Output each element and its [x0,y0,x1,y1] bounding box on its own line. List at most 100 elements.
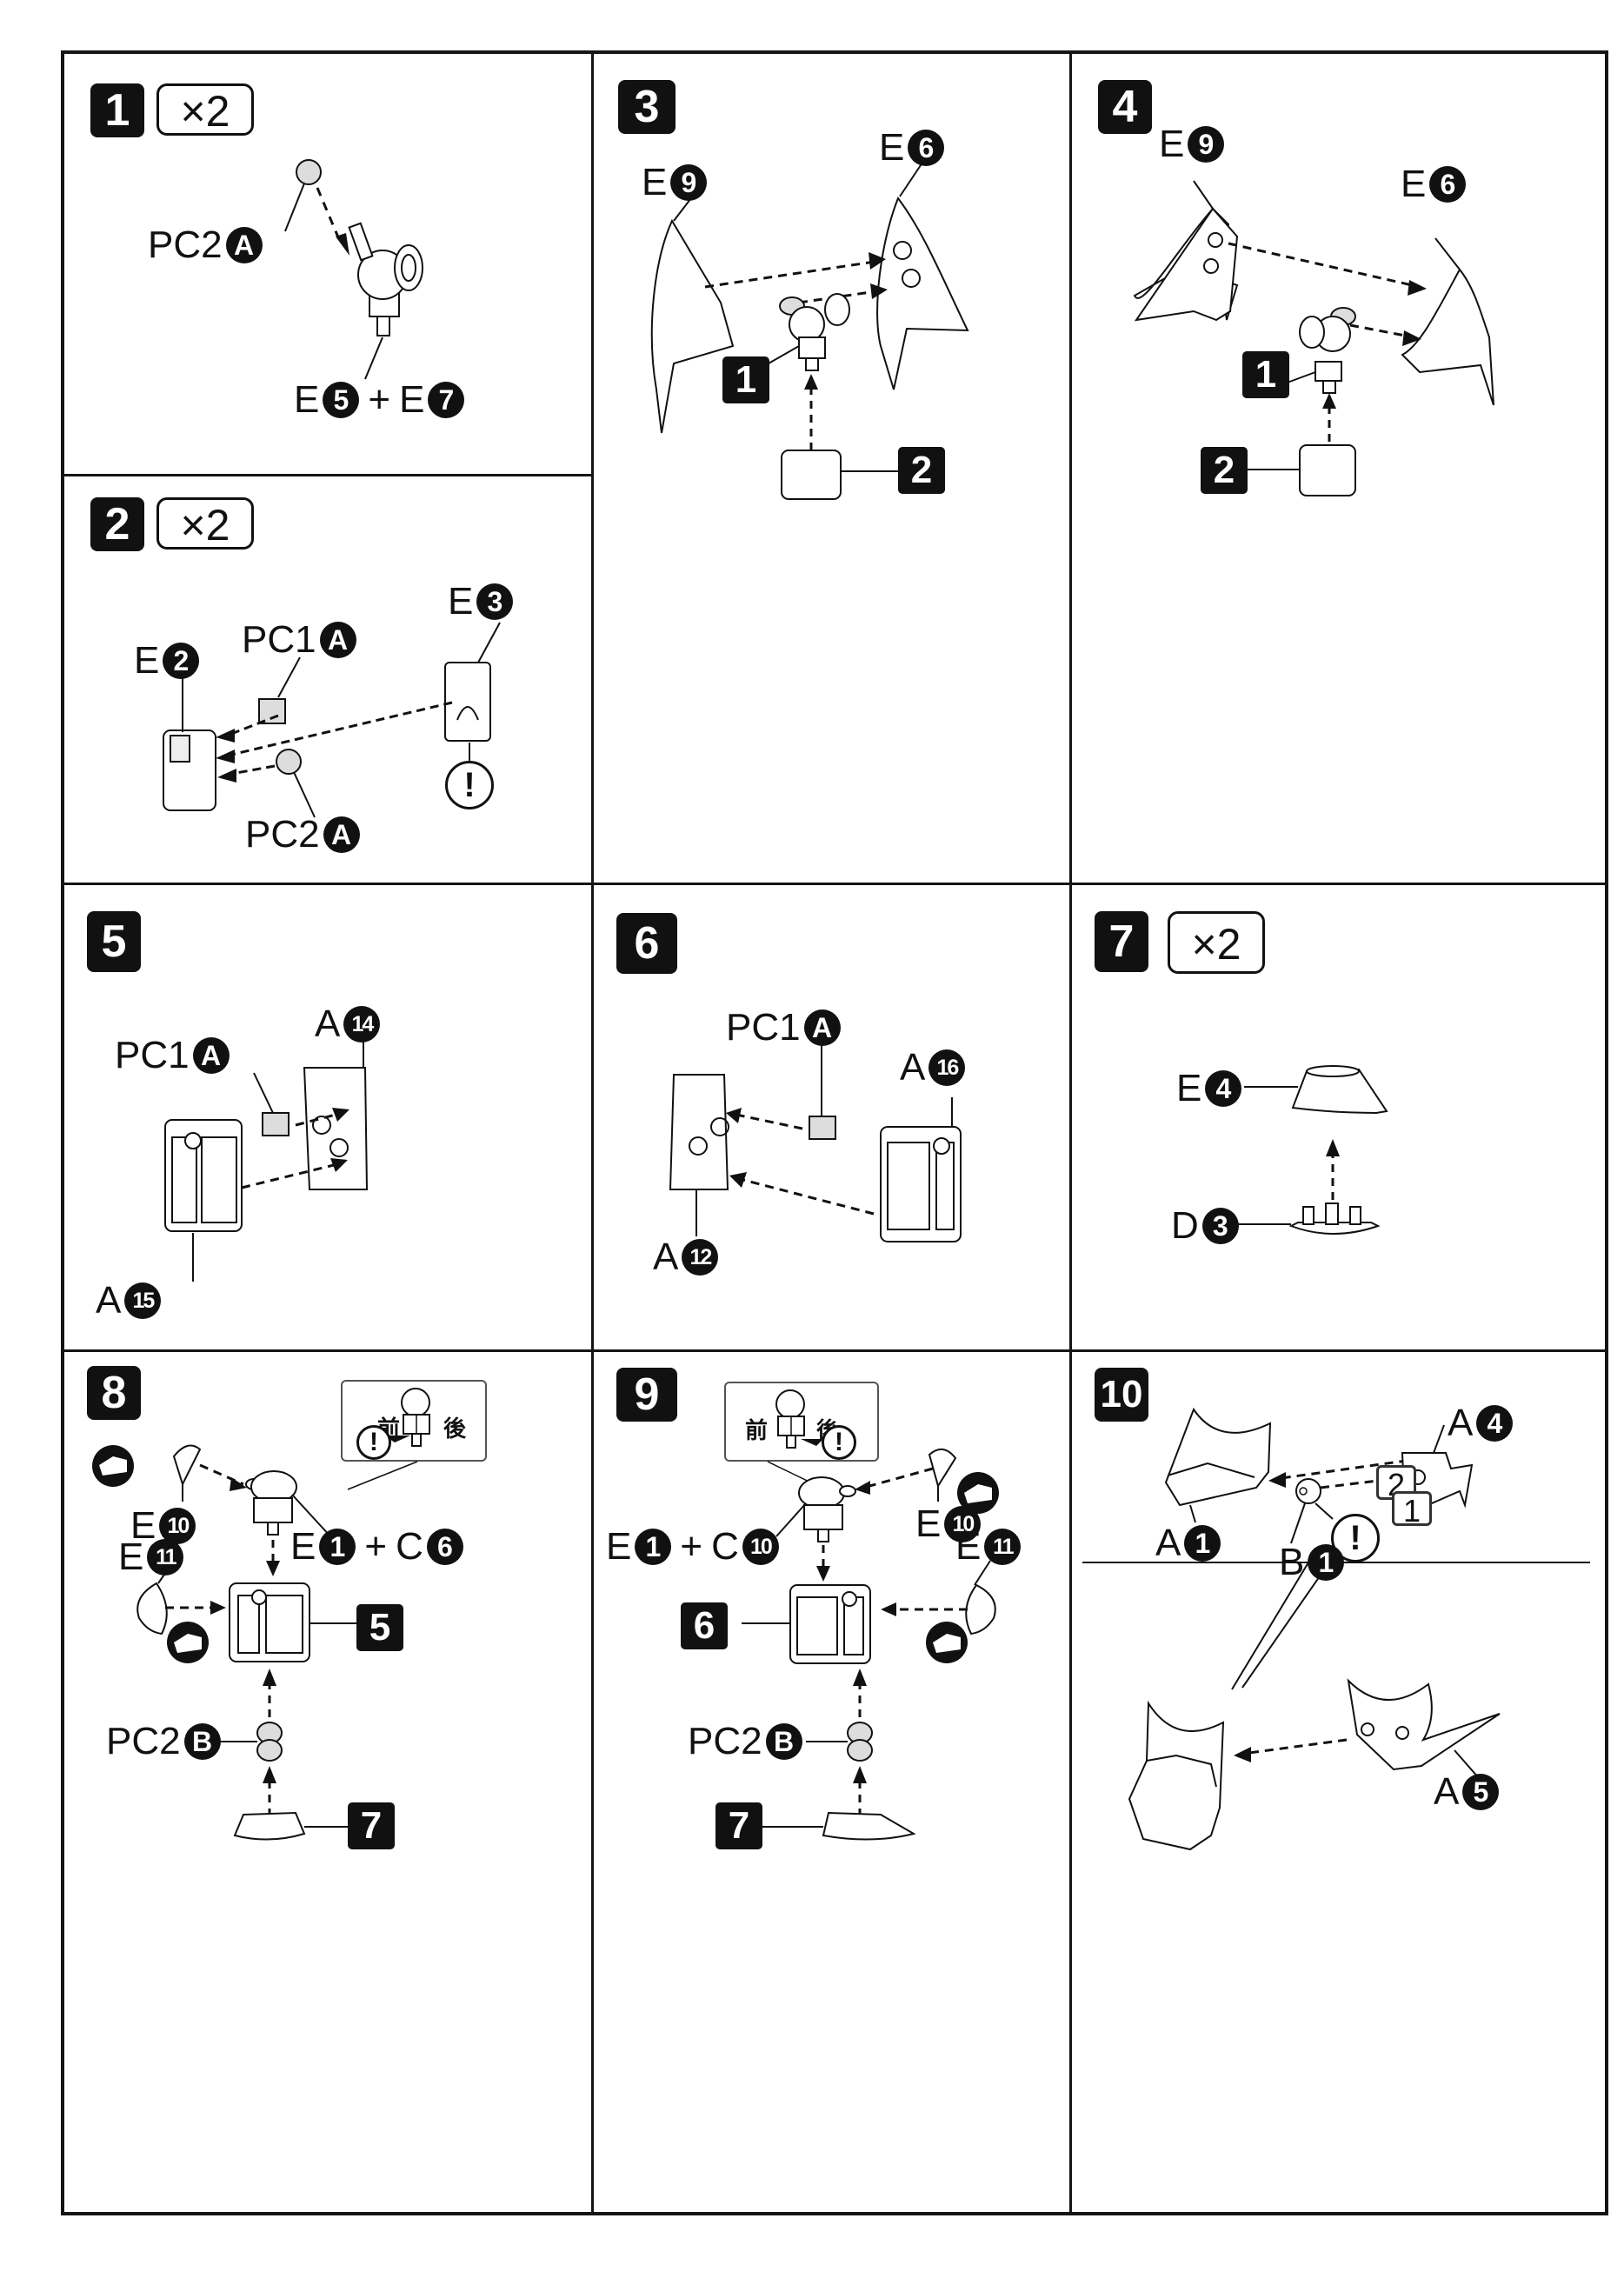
part-number-badge: 9 [670,164,708,201]
part-number-badge: 14 [343,1006,381,1043]
part-e9-shell [650,218,735,434]
step-number: 3 [618,80,676,134]
assembly-ref-badge: 6 [681,1602,728,1649]
part-a15 [164,1119,243,1232]
assembly-ref-2-part [781,450,842,500]
assembly-ref-badge: 5 [356,1604,403,1651]
step-8-panel: 8 前 後 ! [61,1352,594,2215]
part-number-badge: 10 [742,1529,779,1565]
assembled-head-part [1128,1700,1225,1851]
step-number: 2 [90,497,144,551]
step-9-panel: 9 前 後 ! [594,1352,1072,2215]
part-number-badge: 1 [319,1529,356,1565]
part-pc2 [276,749,302,775]
part-e4 [1291,1068,1388,1115]
step-4-diagram [1133,180,1494,496]
part-number-badge: 11 [984,1529,1022,1565]
assembly-ref-badge: 7 [715,1802,762,1849]
part-a14 [303,1067,369,1190]
joint-front-view-icon [384,1388,430,1447]
multiplier-badge: ×2 [156,83,254,136]
step-6-diagram [669,1042,962,1242]
assembly-7-part [822,1811,916,1841]
step-1-diagram [284,159,423,380]
part-pc1 [809,1116,836,1140]
assembly-ref-badge: 7 [348,1802,395,1849]
back-label: 後 [443,1416,467,1442]
part-number-badge: 6 [1429,166,1467,203]
runner-badge: A [323,816,360,853]
assembly-ref-2-part [1299,444,1356,496]
runner-badge: A [319,622,356,658]
joint-part [253,1497,293,1523]
part-number-badge: 5 [323,382,360,418]
step-number: 5 [87,911,141,972]
part-number-badge: 12 [682,1239,719,1276]
runner-badge: A [225,227,263,263]
caution-icon: ! [822,1425,856,1460]
part-number-badge: 4 [1205,1070,1242,1107]
part-number-badge: 16 [928,1049,966,1086]
part-number-badge: 2 [163,643,200,679]
part-e10 [928,1449,957,1489]
part-e11 [965,1583,996,1635]
part-a1 [1164,1407,1272,1507]
part-number-badge: 6 [426,1529,463,1565]
part-number-badge: 15 [124,1282,162,1319]
step-8-diagram [92,1444,418,1841]
runner-badge: A [803,1009,841,1046]
part-number-badge: 9 [1188,126,1225,163]
caution-icon: ! [356,1425,391,1460]
part-e6-shell [876,196,969,390]
part-a5 [1347,1678,1501,1771]
runner-badge: A [192,1037,230,1074]
step-number: 6 [616,913,677,974]
part-number-badge: 10 [944,1506,982,1542]
orientation-callout: 前 後 ! [724,1382,879,1462]
step-7-diagram [1237,1065,1388,1235]
part-number-badge: 1 [635,1529,672,1565]
joint-front-view-icon [775,1389,823,1449]
multiplier-badge: ×2 [1168,911,1265,974]
part-number-badge: 1 [1308,1544,1345,1581]
step-number: 10 [1095,1368,1148,1422]
step-9-diagram [742,1449,999,1841]
step-number: 9 [616,1368,677,1422]
part-e6-shell [1401,268,1494,406]
step-2-diagram [163,622,501,818]
part-number-badge: 6 [908,130,945,166]
part-b1 [1295,1478,1321,1504]
multiplier-badge: ×2 [156,497,254,550]
joint-part [803,1504,843,1530]
poly-cap-part [296,159,322,185]
